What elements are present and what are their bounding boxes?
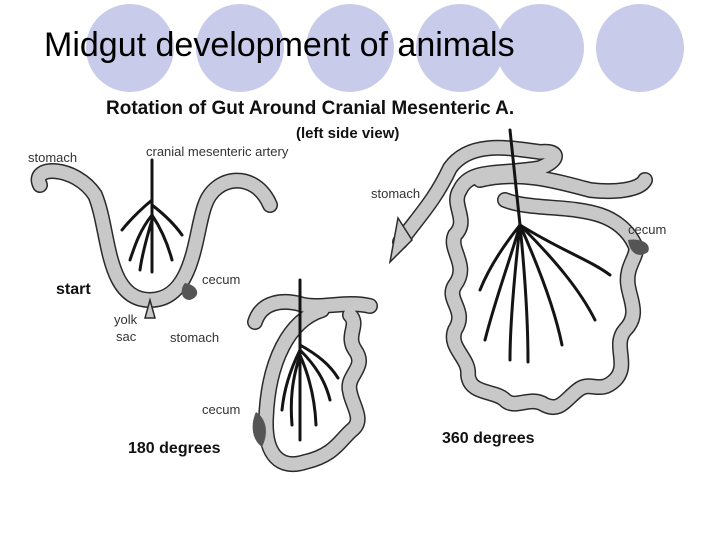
gut-180: [247, 278, 378, 473]
label-cecum-start: cecum: [202, 272, 240, 287]
label-sac: sac: [116, 329, 137, 344]
diagram-heading: Rotation of Gut Around Cranial Mesenteri…: [106, 98, 514, 119]
cecum-180: [252, 412, 266, 447]
cecum-start: [181, 283, 198, 300]
gut-start: [30, 158, 278, 319]
label-yolk: yolk: [114, 312, 138, 327]
artery-180: [280, 278, 340, 442]
diagram-subheading: (left side view): [296, 125, 399, 142]
label-artery: cranial mesenteric artery: [146, 144, 289, 159]
label-stomach-start: stomach: [28, 150, 77, 165]
decor-circle: [496, 4, 584, 92]
label-360-degrees: 360 degrees: [442, 430, 535, 447]
artery-start: [120, 158, 184, 274]
gut-360: [388, 128, 653, 416]
artery-360: [478, 128, 612, 364]
label-cecum-180: cecum: [202, 402, 240, 417]
yolk-sac-stalk: [144, 297, 156, 319]
cecum-360: [628, 239, 649, 255]
decor-circle: [196, 4, 284, 92]
stomach-tip-360: [388, 215, 413, 265]
decor-circles: [86, 4, 684, 92]
label-start: start: [56, 281, 91, 298]
slide-title: Midgut development of animals: [44, 26, 515, 64]
decor-circle: [306, 4, 394, 92]
label-cecum-360: cecum: [628, 222, 666, 237]
decor-circle: [596, 4, 684, 92]
label-180-degrees: 180 degrees: [128, 440, 221, 457]
label-stomach-180: stomach: [170, 330, 219, 345]
decor-circle: [86, 4, 174, 92]
label-stomach-360: stomach: [371, 186, 420, 201]
decor-circle: [416, 4, 504, 92]
